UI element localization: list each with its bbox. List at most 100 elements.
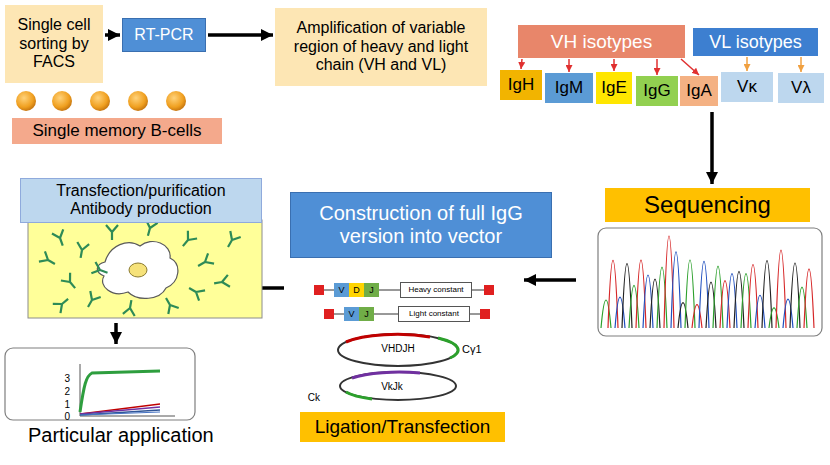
trace-peak bbox=[678, 303, 688, 328]
antibody-stroke bbox=[178, 231, 197, 250]
cell-nucleus bbox=[129, 263, 147, 277]
axis-tick: 0 bbox=[64, 411, 70, 422]
gene-segment: Light constant bbox=[398, 306, 470, 322]
antibody bbox=[195, 253, 214, 271]
antibody bbox=[106, 225, 118, 240]
connector bbox=[681, 59, 699, 75]
gene-segment: J bbox=[359, 307, 374, 321]
process-box: RT-PCR bbox=[122, 18, 206, 52]
process-box: VL isotypes bbox=[693, 28, 818, 56]
gene-segment: Heavy constant bbox=[400, 282, 472, 298]
antibody bbox=[39, 251, 58, 269]
antibody-stroke bbox=[195, 253, 214, 271]
chart-panel bbox=[5, 348, 195, 420]
trace-peak bbox=[790, 263, 800, 328]
antibodies bbox=[39, 220, 241, 316]
axis-tick: 1 bbox=[64, 399, 70, 410]
process-box: Vλ bbox=[778, 73, 824, 103]
node-text: Vλ bbox=[791, 78, 811, 98]
gene-segment: V bbox=[334, 283, 349, 297]
producer-cell bbox=[97, 242, 178, 299]
vector-end bbox=[314, 285, 324, 295]
flow-arrow bbox=[710, 112, 714, 184]
antibody bbox=[75, 242, 89, 259]
antibody bbox=[223, 231, 241, 250]
connector bbox=[208, 33, 273, 37]
antibody-stroke bbox=[53, 294, 72, 313]
process-box: VH isotypes bbox=[518, 25, 685, 58]
node-text: V bbox=[338, 285, 344, 295]
process-box: Single memory B-cells bbox=[12, 118, 222, 144]
process-box: Amplification of variable region of heav… bbox=[275, 8, 487, 86]
heavy-plasmid bbox=[338, 334, 458, 366]
b-cell bbox=[166, 91, 186, 111]
ck-insert bbox=[346, 392, 372, 399]
antibody-stroke bbox=[123, 299, 137, 316]
plasmids bbox=[338, 334, 458, 400]
antibody bbox=[161, 295, 179, 314]
antibody bbox=[52, 229, 68, 247]
node-text: J bbox=[369, 285, 374, 295]
node-text: VH isotypes bbox=[551, 31, 652, 53]
trace-peak bbox=[748, 265, 758, 328]
node-text: Single memory B-cells bbox=[32, 121, 201, 141]
binding-chart bbox=[80, 364, 175, 416]
plasmid-label: Cγ1 bbox=[462, 343, 482, 355]
vh-insert bbox=[346, 334, 430, 342]
axis-tick: 3 bbox=[64, 373, 70, 384]
chromatogram bbox=[601, 236, 814, 328]
process-box: Ligation/Transfection bbox=[300, 412, 505, 442]
connector bbox=[656, 59, 658, 75]
gene-segment: D bbox=[349, 283, 364, 297]
antibody-stroke bbox=[213, 275, 230, 289]
b-cell bbox=[16, 91, 36, 111]
trace-peak bbox=[608, 260, 618, 328]
node-text: VL isotypes bbox=[709, 32, 801, 53]
process-box: Transfection/purification Antibody produ… bbox=[20, 178, 262, 223]
flow-arrow bbox=[524, 278, 576, 282]
vector-end bbox=[324, 309, 334, 319]
curve bbox=[80, 410, 160, 415]
antibody-stroke bbox=[161, 295, 179, 314]
b-cell bbox=[90, 91, 110, 111]
node-text: IgE bbox=[601, 78, 627, 98]
antibody-stroke bbox=[39, 251, 58, 269]
connector bbox=[105, 33, 120, 37]
node-text: Vκ bbox=[737, 77, 757, 97]
process-box: Vκ bbox=[721, 72, 773, 102]
vector-end bbox=[484, 285, 494, 295]
process-box: IgA bbox=[680, 76, 718, 106]
node-text: Ligation/Transfection bbox=[315, 416, 491, 438]
node-text: IgH bbox=[508, 75, 534, 95]
trace-peak bbox=[713, 266, 723, 328]
connector bbox=[568, 59, 570, 72]
node-text: Amplification of variable region of heav… bbox=[280, 19, 482, 74]
constant-insert bbox=[438, 338, 458, 358]
antibody bbox=[123, 299, 137, 316]
antibody bbox=[213, 275, 230, 289]
antibody-stroke bbox=[83, 291, 101, 310]
antibody-stroke bbox=[186, 283, 205, 301]
flow-arrow bbox=[114, 323, 118, 344]
b-cell bbox=[52, 91, 72, 111]
culture-panel bbox=[28, 220, 262, 318]
antibody bbox=[61, 273, 80, 292]
connector bbox=[613, 59, 615, 71]
node-text: J bbox=[364, 309, 369, 319]
node-text: IgM bbox=[555, 78, 583, 98]
node-text: D bbox=[353, 285, 360, 295]
light-plasmid bbox=[340, 372, 456, 400]
plasmid-label: VkJk bbox=[381, 381, 403, 392]
node-text: RT-PCR bbox=[134, 26, 193, 44]
antibody bbox=[186, 283, 205, 301]
vk-insert bbox=[352, 372, 420, 378]
trace-peak bbox=[699, 261, 709, 328]
connector bbox=[800, 57, 802, 72]
b-cell bbox=[128, 91, 148, 111]
curve bbox=[80, 407, 160, 414]
vector-end bbox=[480, 309, 490, 319]
node-text: V bbox=[348, 309, 354, 319]
node-text: Construction of full IgG version into ve… bbox=[295, 202, 547, 248]
antibody bbox=[178, 231, 197, 250]
node-text: Heavy constant bbox=[408, 285, 463, 294]
